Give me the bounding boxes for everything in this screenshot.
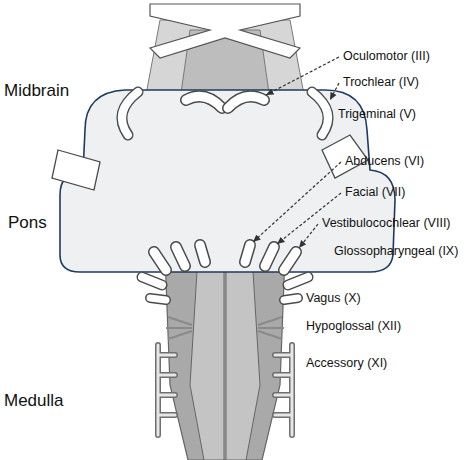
- nerve-label: Glossopharyngeal (IX): [334, 245, 458, 258]
- pyramid: [190, 255, 224, 460]
- region-label: Pons: [8, 214, 47, 231]
- nerve-label: Oculomotor (III): [343, 50, 430, 63]
- cranial-nerve-roots: [142, 245, 308, 300]
- hypoglossal-rootlets: [166, 317, 284, 339]
- nerve-label: Trochlear (IV): [343, 76, 419, 89]
- trochlear-nerve: [122, 92, 328, 135]
- accessory-nerve: [158, 345, 292, 435]
- optic-chiasm: [150, 4, 300, 58]
- trigeminal-nerve: [52, 150, 100, 190]
- nerve-label: Vagus (X): [306, 292, 361, 305]
- nerve-label: Abducens (VI): [345, 155, 424, 168]
- nerve-label: Facial (VII): [345, 186, 405, 199]
- nerve-label: Hypoglossal (XII): [306, 320, 401, 333]
- region-label: Medulla: [4, 392, 64, 409]
- oculomotor-nerve: [186, 96, 264, 108]
- region-label: Midbrain: [4, 82, 69, 99]
- nerve-label: Accessory (XI): [306, 357, 387, 370]
- nerve-label: Vestibulocochlear (VIII): [322, 217, 451, 230]
- nerve-label: Trigeminal (V): [338, 108, 416, 121]
- pyramid: [226, 255, 260, 460]
- medulla-shape: [165, 255, 285, 460]
